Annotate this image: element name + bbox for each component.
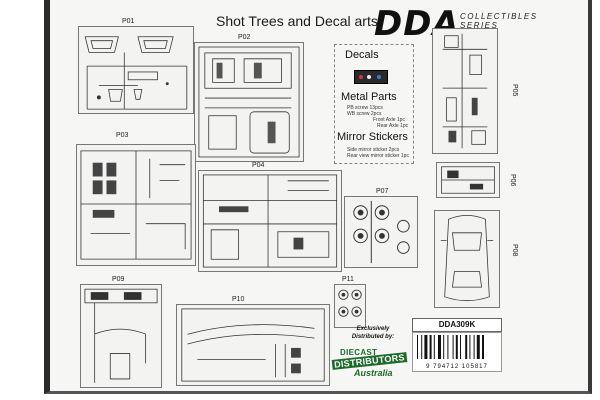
sprue-p07-drawing	[353, 200, 410, 264]
sprue-p03-drawing	[80, 150, 192, 260]
barcode-bar	[452, 335, 454, 359]
barcode-bar	[421, 335, 423, 359]
sprue-p01	[78, 26, 194, 114]
box-title: Shot Trees and Decal arts	[216, 13, 378, 29]
label-p05: P05	[511, 84, 518, 97]
barcode-bar	[417, 335, 418, 359]
sprue-p01-drawing	[84, 36, 188, 110]
barcode-bar	[438, 335, 441, 359]
sprue-p08-drawing	[440, 214, 494, 302]
barcode-bar	[473, 335, 475, 359]
barcode-bar	[482, 335, 484, 359]
barcode-bar	[455, 335, 458, 359]
sprue-p02-drawing	[198, 46, 300, 158]
barcode-bars	[417, 335, 484, 359]
distributor-brand-3: Australia	[354, 368, 393, 378]
rear-mirror-label: Rear view mirror sticker 1pc	[347, 153, 409, 159]
front-axle-label: Front Axle 1pc	[373, 117, 405, 123]
sprue-p10-drawing	[181, 308, 325, 382]
label-p03: P03	[116, 132, 129, 139]
wb-screw-label: WB screw 2pcs	[347, 111, 382, 117]
label-p10: P10	[232, 296, 245, 303]
decal-dot	[359, 75, 363, 79]
kit-box-back: Shot Trees and Decal arts DDA COLLECTIBL…	[44, 0, 592, 394]
mirror-stickers-heading: Mirror Stickers	[337, 131, 408, 143]
sprue-p06	[436, 162, 500, 198]
decal-dot	[377, 75, 381, 79]
logo-subtitle: COLLECTIBLES SERIES	[460, 12, 538, 30]
sprue-p02	[194, 42, 304, 162]
barcode-bar	[447, 335, 449, 359]
box-artwork: Shot Trees and Decal arts DDA COLLECTIBL…	[56, 4, 584, 388]
sprue-p04-drawing	[202, 174, 338, 268]
sprue-p04	[198, 170, 342, 272]
label-p11: P11	[342, 276, 354, 283]
label-p07: P07	[376, 188, 389, 195]
pb-screw-label: PB screw 13pcs	[347, 105, 383, 111]
distributor-badge: Exclusively Distributed by: DIECAST DIST…	[331, 326, 410, 386]
decal-dot	[367, 75, 371, 79]
barcode-bar	[469, 335, 471, 359]
sprue-p09	[80, 284, 162, 388]
sprue-p05	[432, 28, 498, 154]
barcode-bar	[429, 335, 432, 359]
label-p06: P06	[509, 174, 516, 187]
sprue-p11	[334, 284, 366, 328]
sprue-p06-drawing	[441, 166, 495, 194]
distributor-brand-1: DIECAST	[340, 348, 378, 357]
label-p09: P09	[112, 276, 125, 283]
metal-parts-heading: Metal Parts	[341, 91, 397, 103]
logo-sub-line-1: COLLECTIBLES	[460, 12, 538, 21]
rear-axle-label: Rear Axle 1pc	[377, 123, 409, 129]
distributor-line-1: Exclusively	[356, 326, 390, 332]
label-p08: P08	[511, 244, 518, 257]
barcode-bar	[465, 335, 468, 359]
barcode-bar	[424, 335, 428, 359]
side-mirror-label: Side mirror sticker 2pcs	[347, 147, 400, 153]
label-p02: P02	[238, 34, 251, 41]
label-p01: P01	[122, 18, 135, 25]
barcode: 9 794712 105817	[412, 332, 502, 372]
decals-heading: Decals	[345, 49, 379, 61]
barcode-bar	[443, 335, 445, 359]
kit-contents-panel: Decals Metal Parts PB screw 13pcs WB scr…	[334, 44, 414, 164]
sprue-p05-drawing	[442, 33, 488, 149]
barcode-number: 9 794712 105817	[426, 364, 488, 370]
decal-sheet	[354, 70, 388, 84]
sprue-p07	[344, 196, 418, 268]
label-p04: P04	[252, 162, 265, 169]
sprue-p03	[76, 144, 196, 266]
sprue-p09-drawing	[84, 288, 158, 383]
barcode-bar	[460, 335, 461, 359]
sprue-p08	[434, 210, 500, 308]
distributor-line-2: Distributed by:	[351, 334, 395, 340]
product-code: DDA309K	[412, 318, 502, 332]
logo-sub-line-2: SERIES	[460, 21, 499, 30]
sprue-p10	[176, 304, 330, 386]
barcode-bar	[476, 335, 480, 359]
sprue-p11-drawing	[338, 289, 362, 317]
barcode-bar	[433, 335, 435, 359]
